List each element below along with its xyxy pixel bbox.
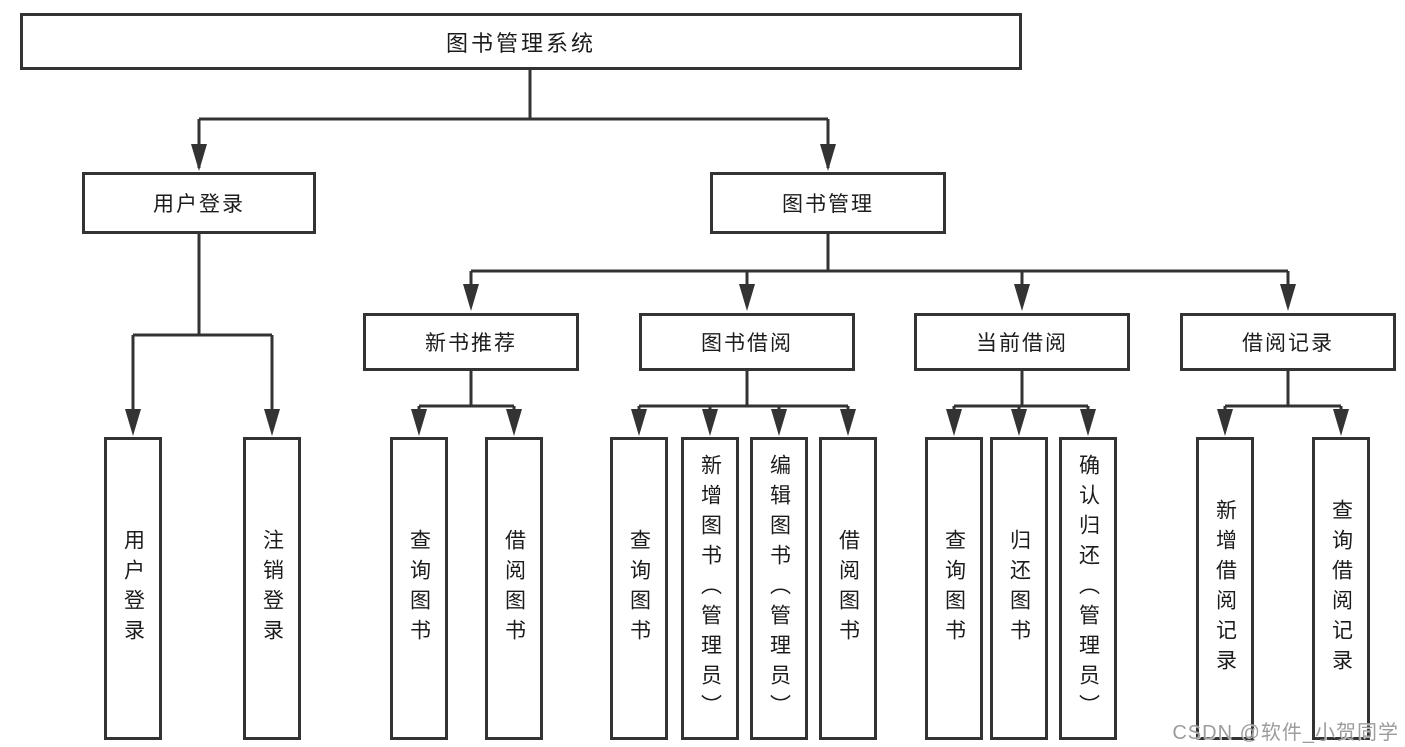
- leaf-confirm-return-admin: 确认归还（管理员）: [1059, 437, 1117, 740]
- leaf-borrow-books-2: 借阅图书: [819, 437, 877, 740]
- leaf-query-books-2-label: 查询图书: [627, 528, 651, 649]
- node-book-management: 图书管理: [710, 172, 946, 234]
- node-user-login: 用户登录: [82, 172, 316, 234]
- leaf-edit-books-admin-label: 编辑图书（管理员）: [767, 453, 791, 724]
- leaf-borrow-books-2-label: 借阅图书: [836, 528, 860, 649]
- node-borrow-record: 借阅记录: [1180, 313, 1396, 371]
- leaf-logout-label: 注销登录: [260, 528, 284, 649]
- watermark: CSDN @软件_小贺同学: [1172, 722, 1399, 744]
- node-root: 图书管理系统: [20, 13, 1022, 70]
- node-current-borrow: 当前借阅: [914, 313, 1130, 371]
- node-book-borrow: 图书借阅: [639, 313, 855, 371]
- connector-current-borrow-children: [952, 371, 1090, 425]
- connector-book-borrow-children: [637, 371, 850, 425]
- connector-borrow-record-children: [1223, 371, 1343, 425]
- leaf-return-books-label: 归还图书: [1007, 528, 1031, 649]
- leaf-query-books-1-label: 查询图书: [407, 528, 431, 649]
- leaf-borrow-books-1-label: 借阅图书: [502, 528, 526, 649]
- connector-root-to-level2: [197, 70, 830, 168]
- leaf-logout: 注销登录: [243, 437, 301, 740]
- leaf-add-borrow-record: 新增借阅记录: [1196, 437, 1254, 740]
- node-book-management-label: 图书管理: [782, 193, 874, 216]
- leaf-add-borrow-record-label: 新增借阅记录: [1213, 498, 1237, 679]
- connector-user-login-children: [131, 234, 274, 425]
- leaf-query-books-1: 查询图书: [390, 437, 448, 740]
- leaf-query-books-3-label: 查询图书: [942, 528, 966, 649]
- connector-book-management-children: [469, 234, 1290, 300]
- leaf-borrow-books-1: 借阅图书: [485, 437, 543, 740]
- node-root-label: 图书管理系统: [445, 30, 596, 56]
- leaf-add-books-admin-label: 新增图书（管理员）: [698, 453, 722, 724]
- connector-new-book-children: [417, 371, 516, 425]
- node-borrow-record-label: 借阅记录: [1242, 332, 1334, 355]
- leaf-user-login-label: 用户登录: [121, 528, 145, 649]
- node-new-book-recommend-label: 新书推荐: [425, 332, 517, 355]
- leaf-return-books: 归还图书: [990, 437, 1048, 740]
- leaf-query-borrow-record: 查询借阅记录: [1312, 437, 1370, 740]
- leaf-user-login: 用户登录: [104, 437, 162, 740]
- leaf-query-borrow-record-label: 查询借阅记录: [1329, 498, 1353, 679]
- node-current-borrow-label: 当前借阅: [976, 332, 1068, 355]
- node-book-borrow-label: 图书借阅: [701, 332, 793, 355]
- leaf-add-books-admin: 新增图书（管理员）: [681, 437, 739, 740]
- leaf-query-books-2: 查询图书: [610, 437, 668, 740]
- leaf-edit-books-admin: 编辑图书（管理员）: [750, 437, 808, 740]
- node-new-book-recommend: 新书推荐: [363, 313, 579, 371]
- leaf-query-books-3: 查询图书: [925, 437, 983, 740]
- leaf-confirm-return-admin-label: 确认归还（管理员）: [1076, 453, 1100, 724]
- node-user-login-label: 用户登录: [153, 193, 245, 216]
